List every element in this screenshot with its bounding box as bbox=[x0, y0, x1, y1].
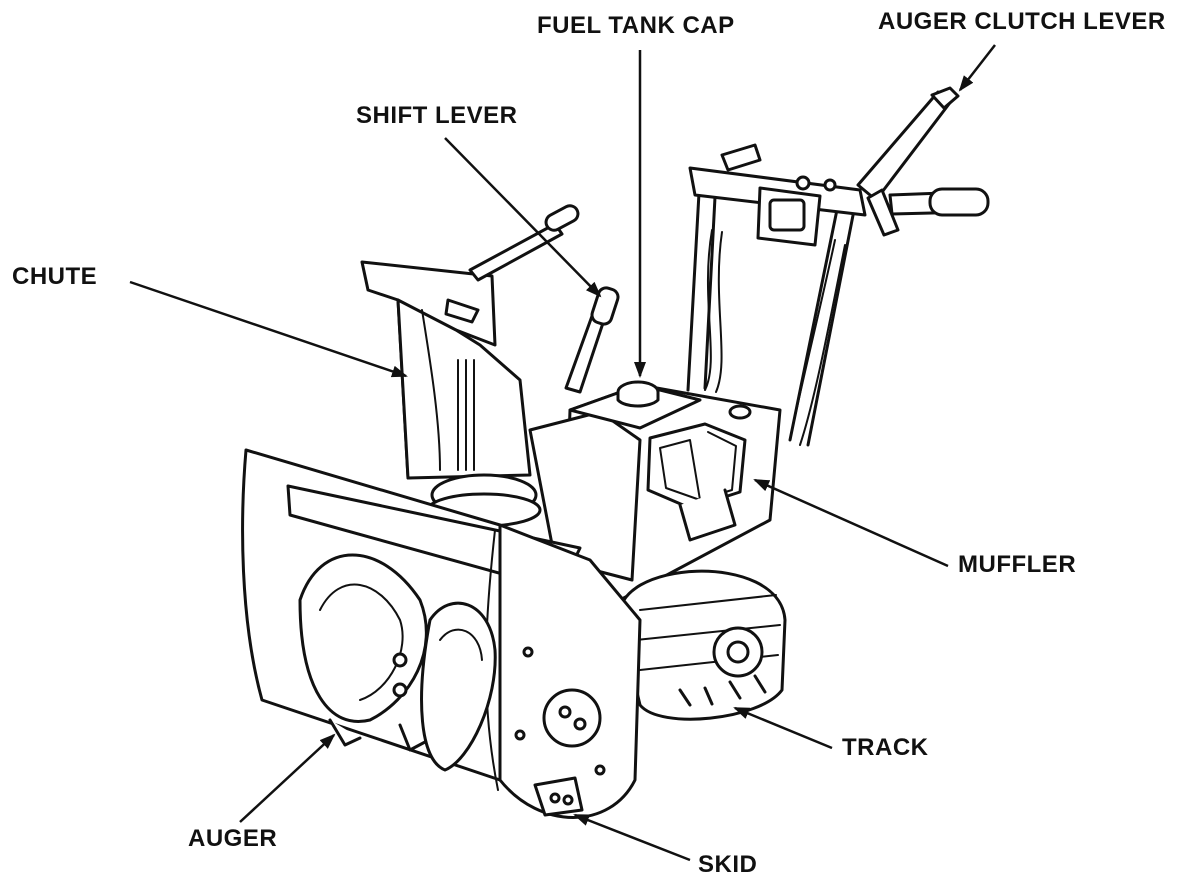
leader-shift-lever bbox=[444, 137, 602, 298]
label-track: TRACK bbox=[842, 734, 929, 761]
track-part bbox=[618, 569, 787, 721]
label-skid: SKID bbox=[698, 851, 758, 878]
label-muffler: MUFFLER bbox=[958, 551, 1077, 578]
leader-track bbox=[733, 706, 833, 750]
leader-skid bbox=[573, 813, 691, 862]
label-auger-clutch-lever: AUGER CLUTCH LEVER bbox=[878, 8, 1166, 35]
chute-deflector-rod bbox=[468, 204, 580, 282]
chute-part bbox=[360, 260, 542, 528]
handlebar-frame bbox=[686, 143, 867, 447]
auger-part bbox=[298, 553, 497, 772]
label-auger: AUGER bbox=[188, 825, 278, 852]
side-plate bbox=[514, 646, 606, 817]
leader-auger bbox=[239, 733, 336, 823]
auger-clutch-lever-part bbox=[856, 86, 960, 237]
muffler-part bbox=[646, 422, 747, 542]
label-chute: CHUTE bbox=[12, 263, 98, 290]
leader-muffler bbox=[753, 478, 949, 568]
label-shift-lever: SHIFT LEVER bbox=[356, 102, 518, 129]
shift-lever-part bbox=[564, 286, 620, 394]
leader-chute bbox=[129, 280, 408, 378]
right-grip bbox=[888, 187, 990, 217]
leader-auger-clutch-lever bbox=[958, 44, 996, 92]
label-fuel-tank-cap: FUEL TANK CAP bbox=[537, 12, 735, 39]
